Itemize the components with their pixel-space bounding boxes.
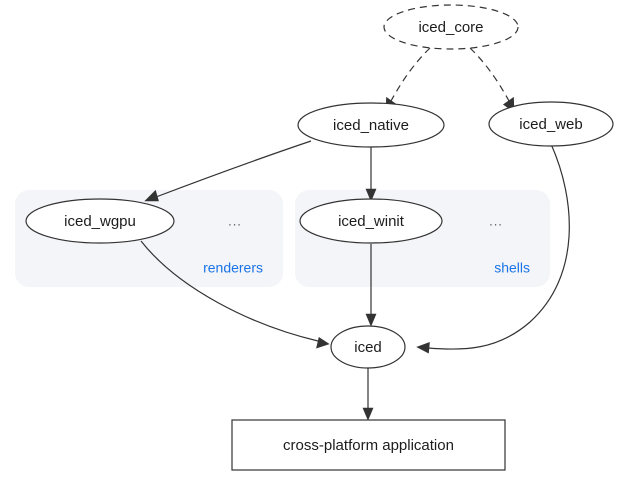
edge-iced-web-to-iced — [416, 143, 570, 354]
edge-iced-native-to-iced-winit — [365, 144, 377, 202]
node-iced-native-label: iced_native — [333, 117, 409, 134]
edge-iced-core-to-iced-native — [385, 47, 431, 113]
node-iced-label: iced — [354, 339, 382, 356]
node-iced-web-shape[interactable] — [488, 101, 614, 147]
node-application-shape[interactable] — [231, 419, 506, 471]
node-iced-web[interactable]: iced_web — [488, 101, 614, 147]
node-iced-shape[interactable] — [330, 325, 406, 369]
node-iced[interactable]: iced — [330, 325, 406, 369]
edge-iced-to-application — [362, 368, 374, 421]
node-iced-core-label: iced_core — [418, 19, 483, 36]
edge-iced-winit-to-iced — [365, 244, 377, 327]
edge-iced-native-to-iced-wgpu — [144, 140, 312, 202]
edge-iced-core-to-iced-web — [469, 47, 515, 113]
edge-iced-wgpu-to-iced — [140, 240, 330, 349]
node-iced-wgpu-label: iced_wgpu — [64, 213, 136, 230]
node-iced-winit-shape[interactable] — [299, 198, 443, 244]
node-iced-native-shape[interactable] — [297, 102, 445, 148]
node-application-label: cross-platform application — [283, 437, 454, 454]
node-cross-platform-application[interactable]: cross-platform application — [231, 419, 506, 471]
cluster-renderers-label: renderers — [203, 260, 263, 276]
node-iced-web-label: iced_web — [519, 116, 582, 133]
node-iced-core-shape[interactable] — [383, 4, 519, 50]
cluster-renderers-ellipsis: ... — [228, 213, 242, 228]
node-iced-wgpu[interactable]: iced_wgpu — [25, 198, 175, 244]
node-iced-wgpu-shape[interactable] — [25, 198, 175, 244]
node-iced-winit[interactable]: iced_winit — [299, 198, 443, 244]
cluster-shells-label: shells — [494, 260, 530, 276]
node-iced-winit-label: iced_winit — [338, 213, 405, 230]
cluster-shells-ellipsis: ... — [489, 213, 503, 228]
node-iced-core[interactable]: iced_core — [383, 4, 519, 50]
node-iced-native[interactable]: iced_native — [297, 102, 445, 148]
